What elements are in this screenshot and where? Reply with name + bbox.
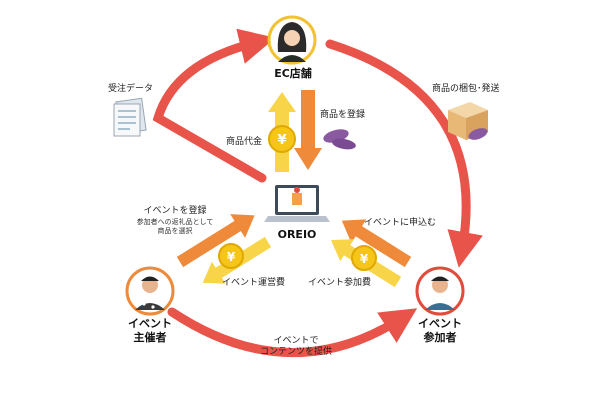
participant-label-line1: イベント — [418, 317, 462, 330]
arrow-organizer-to-oreio — [176, 214, 255, 268]
man-avatar-icon — [125, 266, 175, 316]
packing-shipping-label: 商品の梱包･発送 — [432, 84, 500, 94]
sweet-potato-icon — [323, 129, 356, 150]
register-event-label: イベントを登録 — [143, 206, 207, 216]
participant-label: イベント 参加者 — [405, 317, 475, 345]
woman-avatar-icon — [267, 15, 317, 65]
ec-store-label: EC店舗 — [274, 67, 312, 80]
register-product-label: 商品を登録 — [320, 110, 366, 120]
man-avatar-icon — [415, 266, 465, 316]
platform-label: OREIO — [277, 228, 317, 241]
arrow-organizer-to-participant — [167, 307, 418, 358]
box-icon — [448, 102, 488, 140]
operation-fee-label: イベント運営費 — [222, 278, 286, 288]
provide-content-label: イベントで コンテンツを提供 — [256, 336, 336, 358]
provide-content-line2: コンテンツを提供 — [259, 346, 332, 357]
register-event-note-line2: 商品を選択 — [157, 226, 193, 235]
yen-coin-icon: ¥ — [351, 245, 377, 271]
arrow-participant-to-oreio — [341, 219, 412, 268]
register-event-note: 参加者への返礼品として 商品を選択 — [128, 218, 222, 236]
organizer-label: イベント 主催者 — [115, 317, 185, 345]
yen-coin-icon: ¥ — [218, 243, 244, 269]
document-icon — [113, 97, 147, 137]
arrow-order-to-ec — [152, 28, 276, 183]
participant-label-line2: 参加者 — [423, 330, 457, 344]
product-price-label: 商品代金 — [226, 137, 263, 147]
laptop-icon — [264, 185, 330, 222]
register-event-note-line1: 参加者への返礼品として — [136, 218, 214, 226]
provide-content-line1: イベントで — [273, 336, 319, 346]
order-data-label: 受注データ — [108, 84, 154, 94]
arrow-register-down — [294, 90, 322, 170]
arrow-ec-to-participant — [325, 39, 483, 268]
svg-text:¥: ¥ — [227, 250, 236, 264]
svg-text:¥: ¥ — [360, 252, 369, 266]
svg-text:¥: ¥ — [277, 133, 286, 148]
apply-event-label: イベントに申込む — [364, 218, 437, 228]
organizer-label-line1: イベント — [128, 317, 172, 330]
yen-coin-icon: ¥ — [268, 125, 296, 153]
organizer-label-line2: 主催者 — [133, 330, 167, 344]
participation-fee-label: イベント参加費 — [308, 278, 372, 288]
